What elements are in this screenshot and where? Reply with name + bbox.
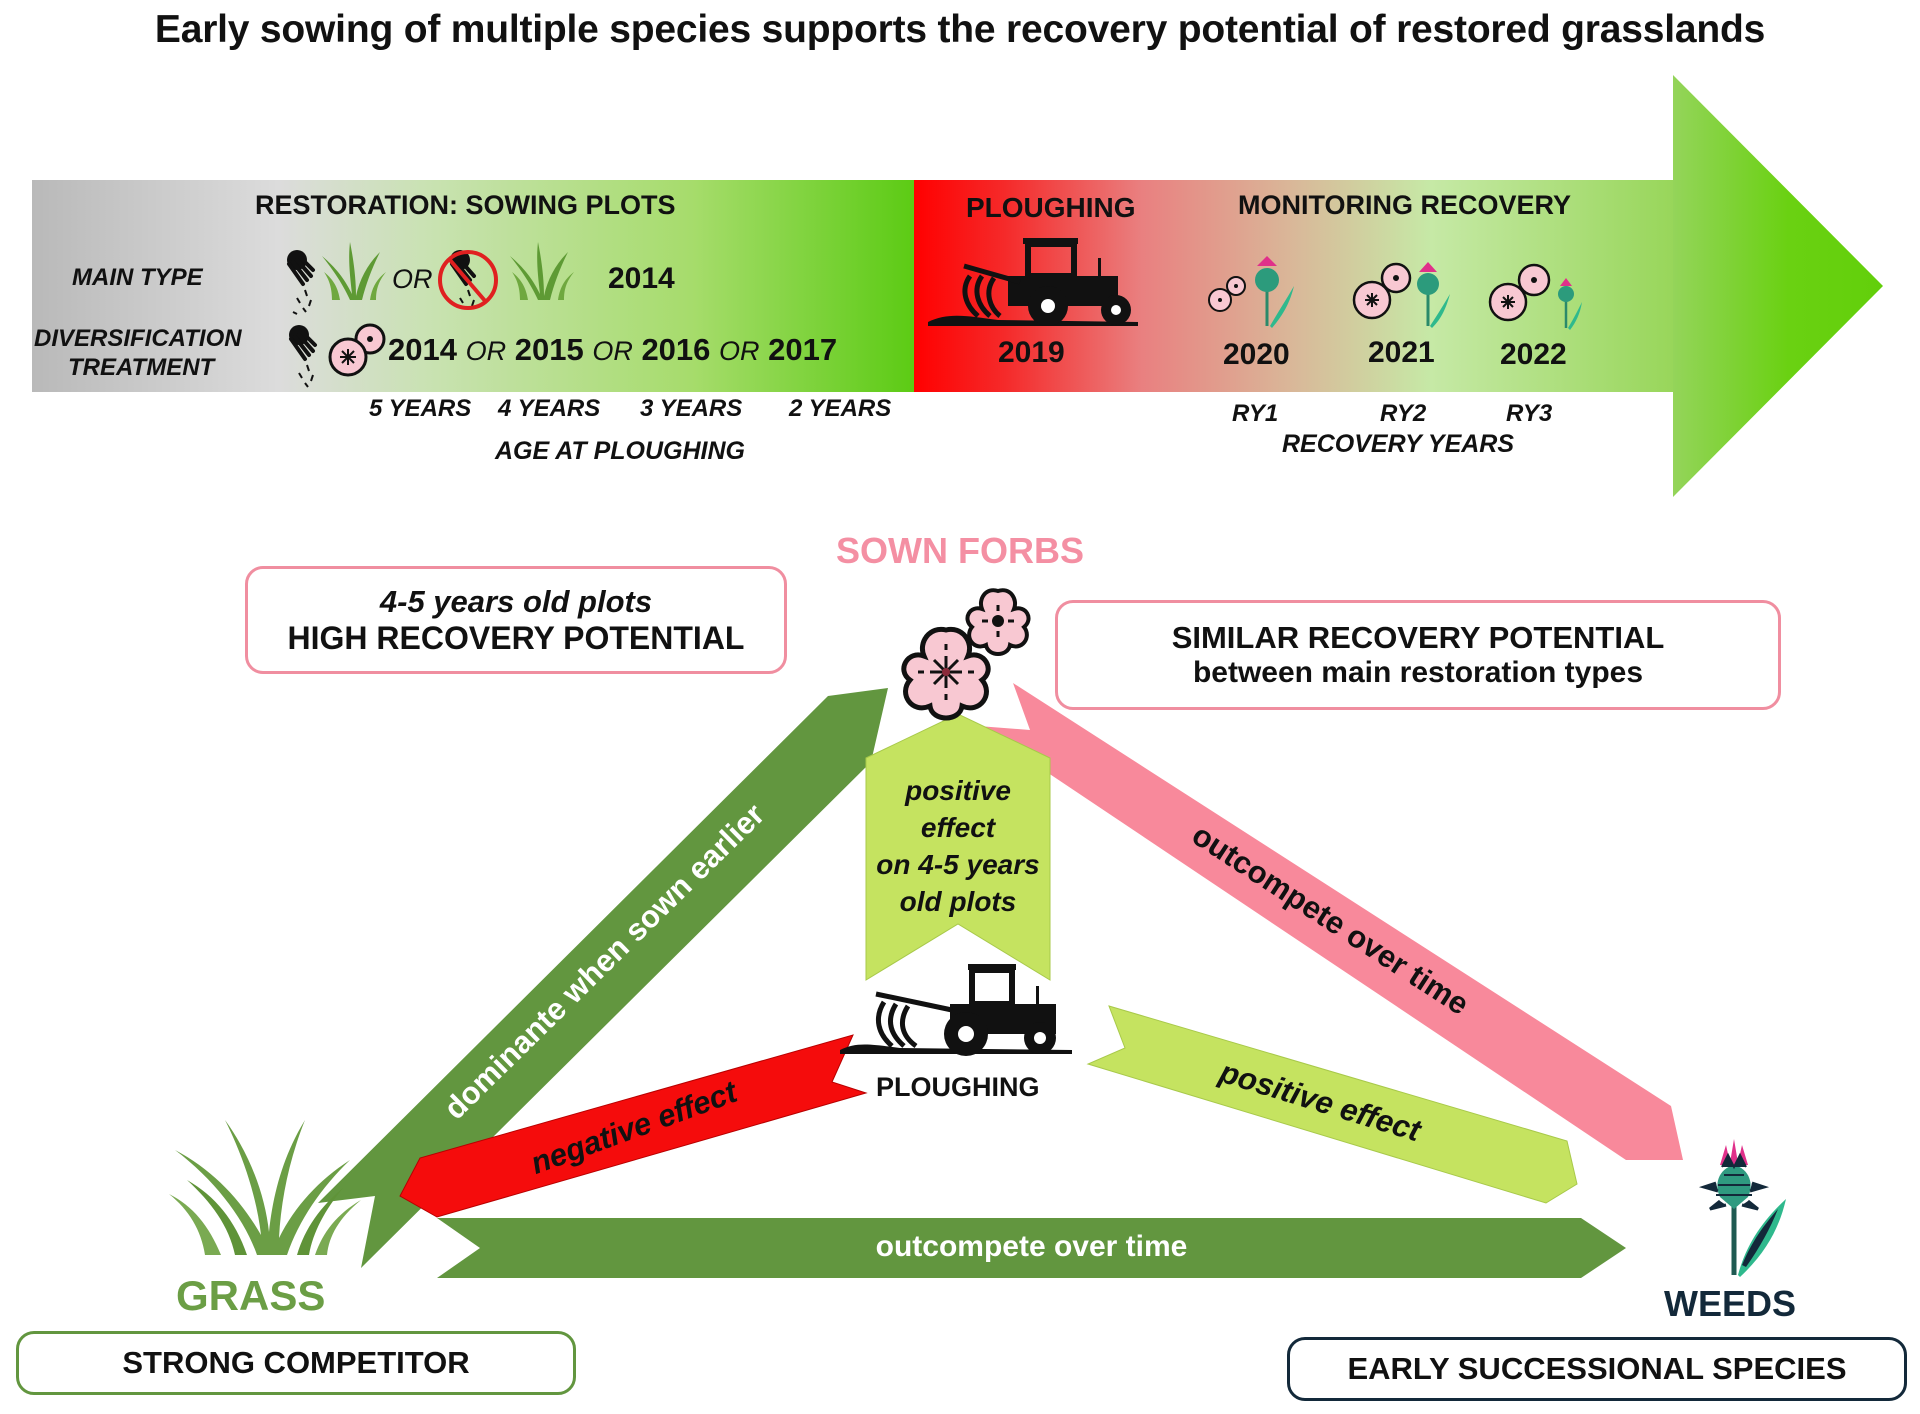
- arrow-ploughing-to-weeds: [1086, 1005, 1578, 1204]
- tractor-plough-icon: [928, 238, 1138, 326]
- sowing-hand-icon: [287, 250, 315, 315]
- diversification-label-1: DIVERSIFICATION: [34, 325, 242, 352]
- or-1: OR: [465, 336, 507, 366]
- arrow-grass-to-weeds-label: outcompete over time: [875, 1230, 1188, 1263]
- recovery-caption: RECOVERY YEARS: [1282, 430, 1515, 458]
- or-3: OR: [719, 336, 760, 366]
- timeline-arrow: [32, 75, 1883, 497]
- weeds-box-text: EARLY SUCCESSIONAL SPECIES: [1347, 1351, 1847, 1386]
- figure-title: Early sowing of multiple species support…: [154, 8, 1766, 51]
- monitoring-year-2021: 2021: [1368, 336, 1435, 369]
- year-2017: 2017: [768, 332, 838, 367]
- grass-tuft-icon: [322, 242, 386, 300]
- grass-icon: [169, 1120, 361, 1255]
- grass-box-text: STRONG COMPETITOR: [122, 1345, 470, 1380]
- similar-recovery-line1: SIMILAR RECOVERY POTENTIAL: [1171, 620, 1665, 655]
- recovery-icon-ry1: [1208, 256, 1294, 328]
- positive-line2: effect: [920, 812, 996, 843]
- main-type-year: 2014: [608, 262, 675, 295]
- year-2015: 2015: [514, 332, 584, 367]
- age-4-years: 4 YEARS: [498, 395, 601, 422]
- sown-forbs-label: SOWN FORBS: [836, 530, 1084, 571]
- high-recovery-box: 4-5 years old plots HIGH RECOVERY POTENT…: [245, 566, 787, 674]
- arrow-grass-to-weeds: [437, 1218, 1626, 1278]
- ploughing-tractor-icon: [840, 964, 1072, 1056]
- age-2-years: 2 YEARS: [789, 395, 892, 422]
- year-2016: 2016: [641, 332, 711, 367]
- diversification-years: 2014 OR 2015 OR 2016 OR 2017: [388, 332, 837, 368]
- grass-tuft-icon-2: [510, 242, 574, 300]
- weeds-box: EARLY SUCCESSIONAL SPECIES: [1287, 1337, 1907, 1401]
- thistle-icon: [1698, 1139, 1786, 1277]
- or-2: OR: [592, 336, 633, 366]
- similar-recovery-line2: between main restoration types: [1192, 656, 1644, 689]
- year-2014: 2014: [388, 332, 457, 367]
- high-recovery-line1: 4-5 years old plots: [379, 583, 653, 619]
- ploughing-year: 2019: [998, 336, 1065, 369]
- timeline-arrowhead: [1673, 75, 1883, 497]
- positive-line4: old plots: [899, 886, 1017, 917]
- no-sowing-icon: [438, 250, 498, 310]
- high-recovery-line2: HIGH RECOVERY POTENTIAL: [287, 619, 745, 656]
- monitoring-year-2022: 2022: [1500, 338, 1567, 371]
- ploughing-header: PLOUGHING: [966, 192, 1136, 223]
- ry2-label: RY2: [1380, 400, 1427, 427]
- arrow-grass-to-forbs: [318, 688, 888, 1268]
- sown-forbs-icon: [901, 588, 1031, 721]
- positive-line3: on 4-5 years: [876, 849, 1040, 880]
- arrow-ploughing-to-grass: [399, 1034, 868, 1218]
- arrow-forbs-to-weeds: [978, 683, 1683, 1160]
- monitoring-year-2020: 2020: [1223, 338, 1290, 371]
- restoration-header: RESTORATION: SOWING PLOTS: [255, 190, 676, 220]
- ploughing-label: PLOUGHING: [876, 1072, 1040, 1102]
- age-5-years: 5 YEARS: [369, 395, 472, 422]
- weeds-label: WEEDS: [1664, 1283, 1797, 1324]
- positive-line1: positive: [905, 775, 1011, 806]
- sowing-hand-icon-2: [289, 325, 317, 388]
- grass-box: STRONG COMPETITOR: [16, 1331, 576, 1395]
- forb-flowers-icon: [328, 323, 386, 377]
- monitoring-header: MONITORING RECOVERY: [1238, 190, 1572, 220]
- main-type-or: OR: [392, 264, 433, 294]
- age-3-years: 3 YEARS: [640, 395, 743, 422]
- main-type-label: MAIN TYPE: [72, 264, 203, 291]
- recovery-icon-ry2: [1352, 262, 1450, 328]
- age-caption: AGE AT PLOUGHING: [495, 437, 745, 465]
- similar-recovery-box: SIMILAR RECOVERY POTENTIAL between main …: [1055, 600, 1781, 710]
- grass-label: GRASS: [176, 1272, 326, 1319]
- ry1-label: RY1: [1232, 400, 1279, 427]
- diversification-label-2: TREATMENT: [68, 354, 215, 381]
- recovery-icon-ry3: [1488, 263, 1582, 330]
- ry3-label: RY3: [1506, 400, 1553, 427]
- arrow-ploughing-to-forbs-label: positive effect on 4-5 years old plots: [866, 772, 1050, 920]
